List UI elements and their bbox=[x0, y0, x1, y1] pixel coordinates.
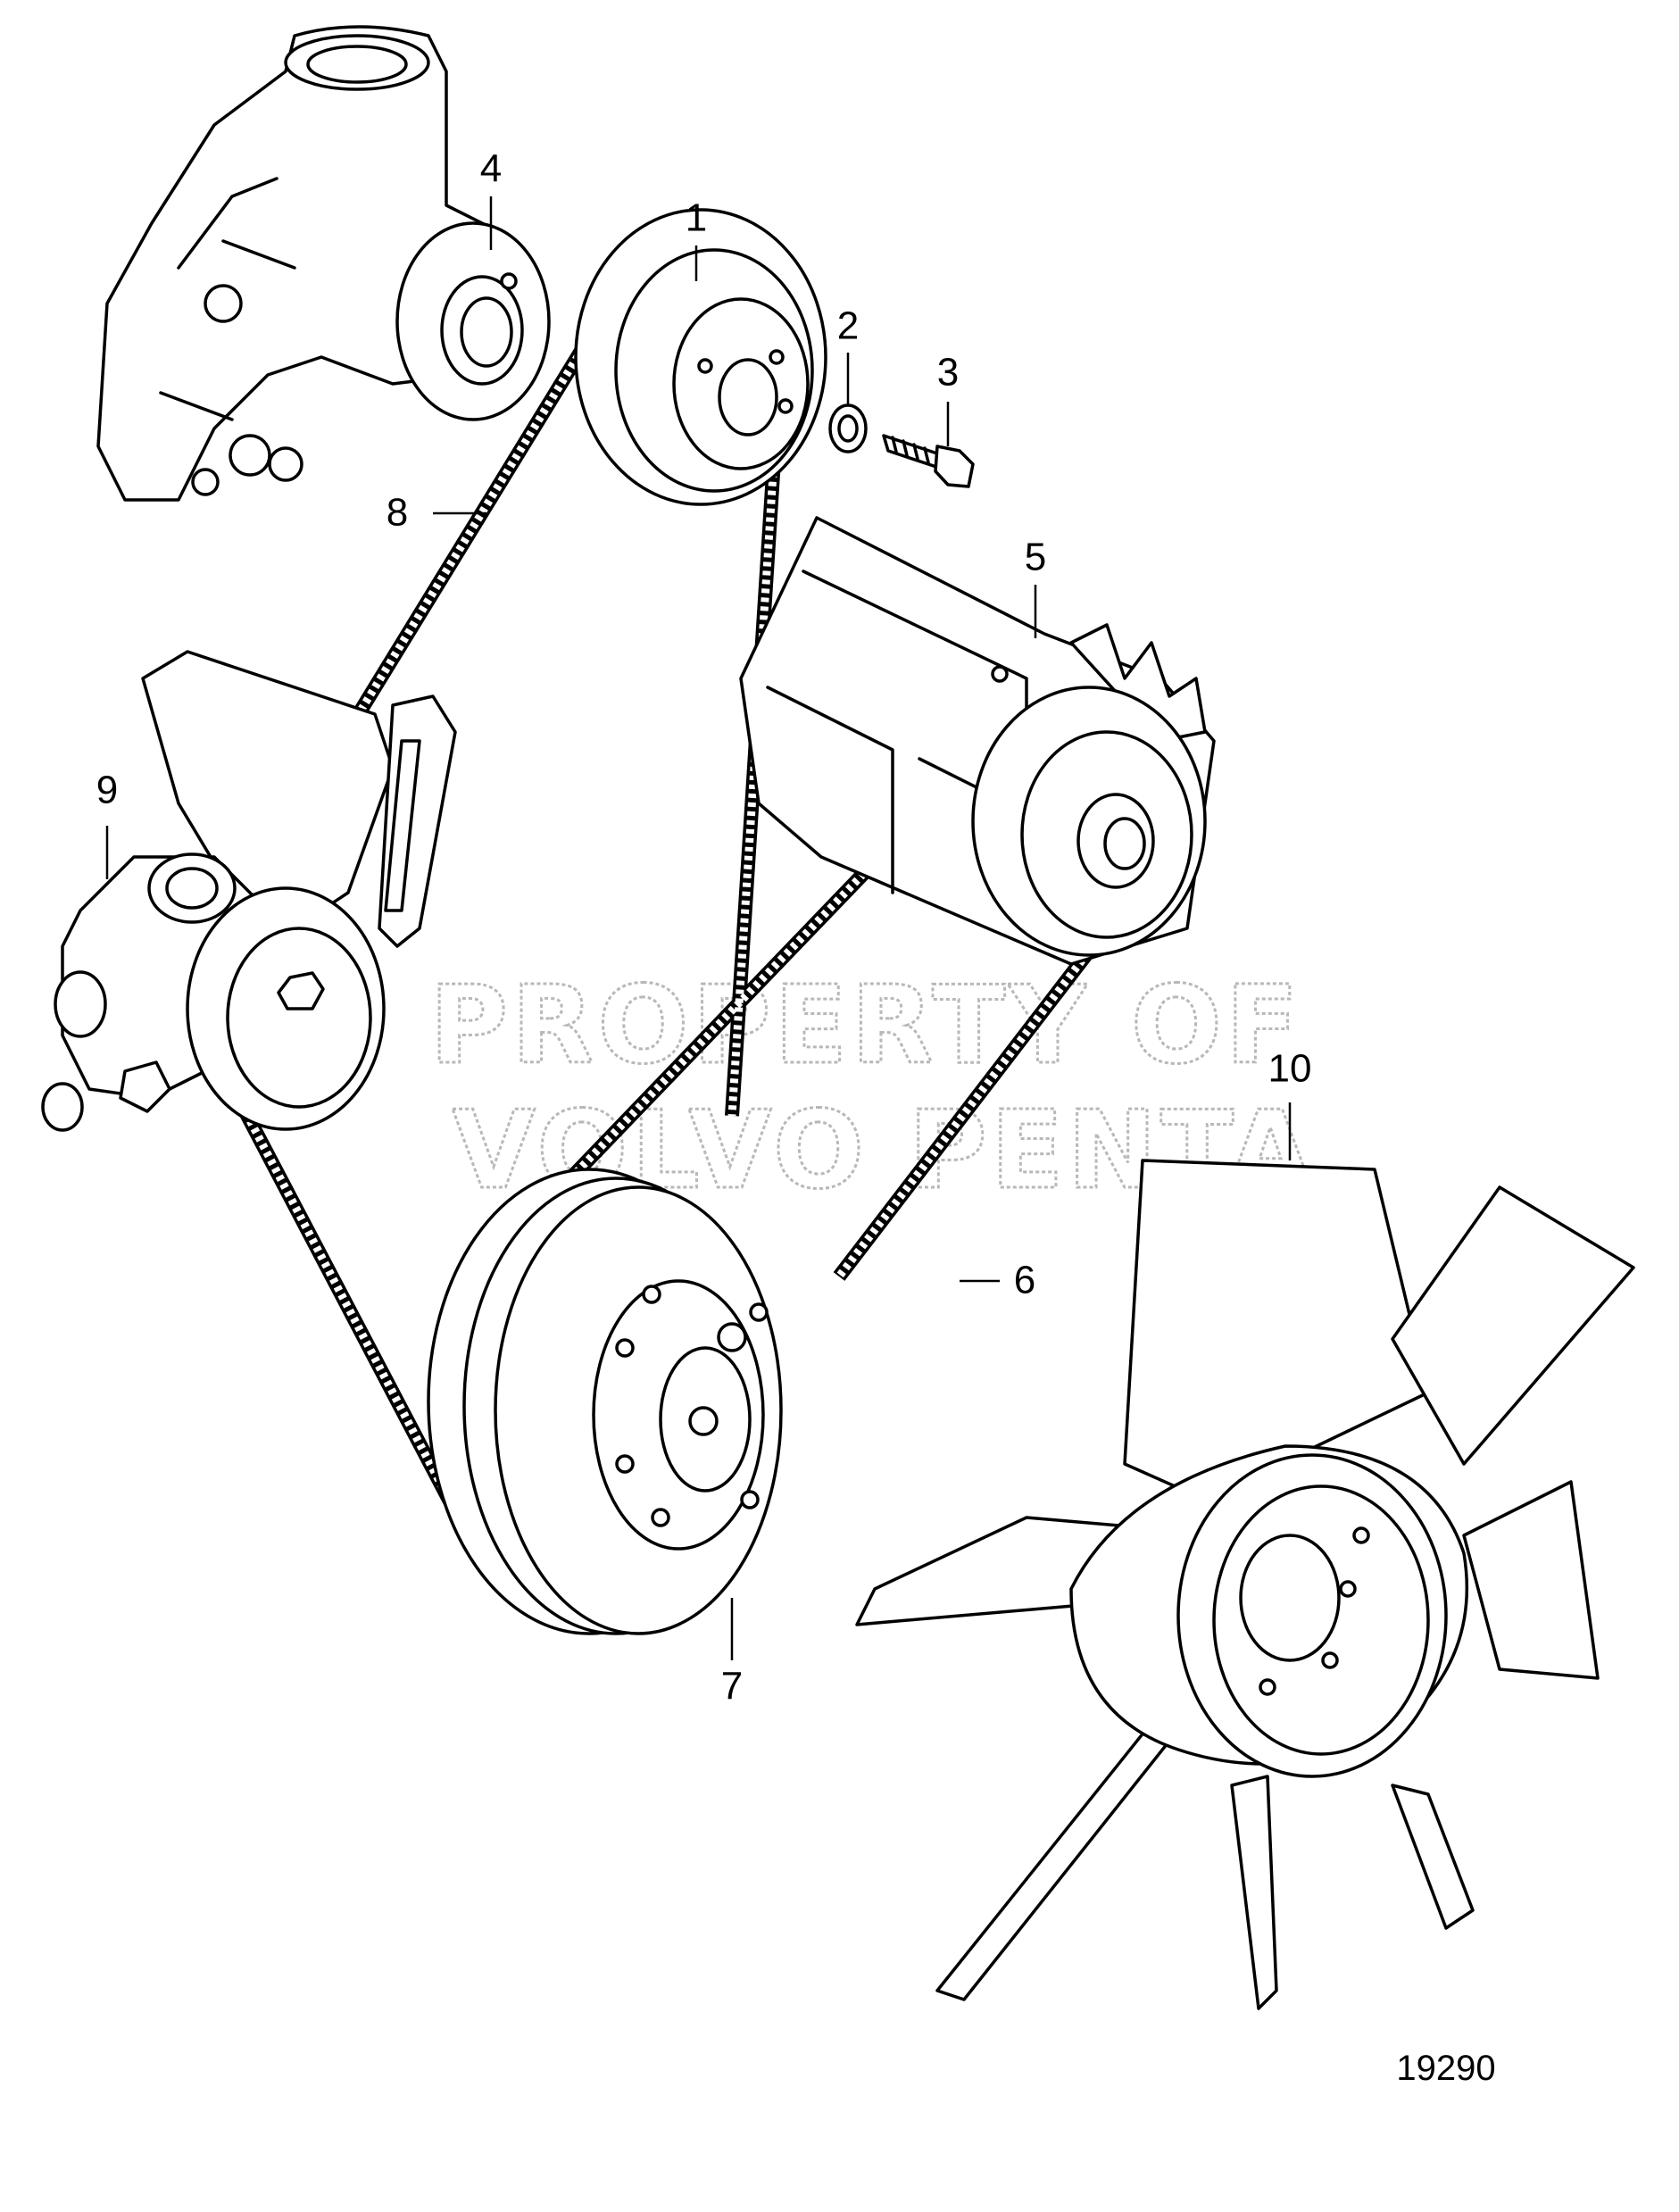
callout-1: 1 bbox=[686, 196, 707, 240]
callout-5: 5 bbox=[1025, 536, 1046, 579]
callout-6: 6 bbox=[1014, 1259, 1035, 1302]
crankshaft-pulley bbox=[427, 1168, 783, 1635]
callout-7: 7 bbox=[721, 1665, 743, 1709]
callout-9: 9 bbox=[96, 769, 118, 812]
alternator bbox=[739, 516, 1216, 966]
callout-8: 8 bbox=[387, 491, 408, 535]
callout-3: 3 bbox=[937, 351, 959, 395]
cooling-fan bbox=[855, 1159, 1635, 2010]
watermark-line1: PROPERTY OF bbox=[429, 964, 1302, 1088]
callouts: 1 2 3 4 5 6 7 8 9 10 bbox=[96, 147, 1312, 1709]
figure-number: 19290 bbox=[1396, 2049, 1495, 2088]
water-pump-pulley bbox=[574, 208, 827, 506]
watermark: PROPERTY OF VOLVO PENTA bbox=[428, 963, 1313, 1215]
washer bbox=[828, 403, 868, 453]
bolt bbox=[882, 434, 975, 488]
water-pump-housing bbox=[96, 25, 551, 502]
callout-2: 2 bbox=[837, 304, 859, 348]
callout-10: 10 bbox=[1268, 1047, 1312, 1091]
leader-lines bbox=[105, 196, 1292, 1660]
tensioner-assembly bbox=[41, 650, 457, 1132]
callout-4: 4 bbox=[480, 147, 502, 191]
